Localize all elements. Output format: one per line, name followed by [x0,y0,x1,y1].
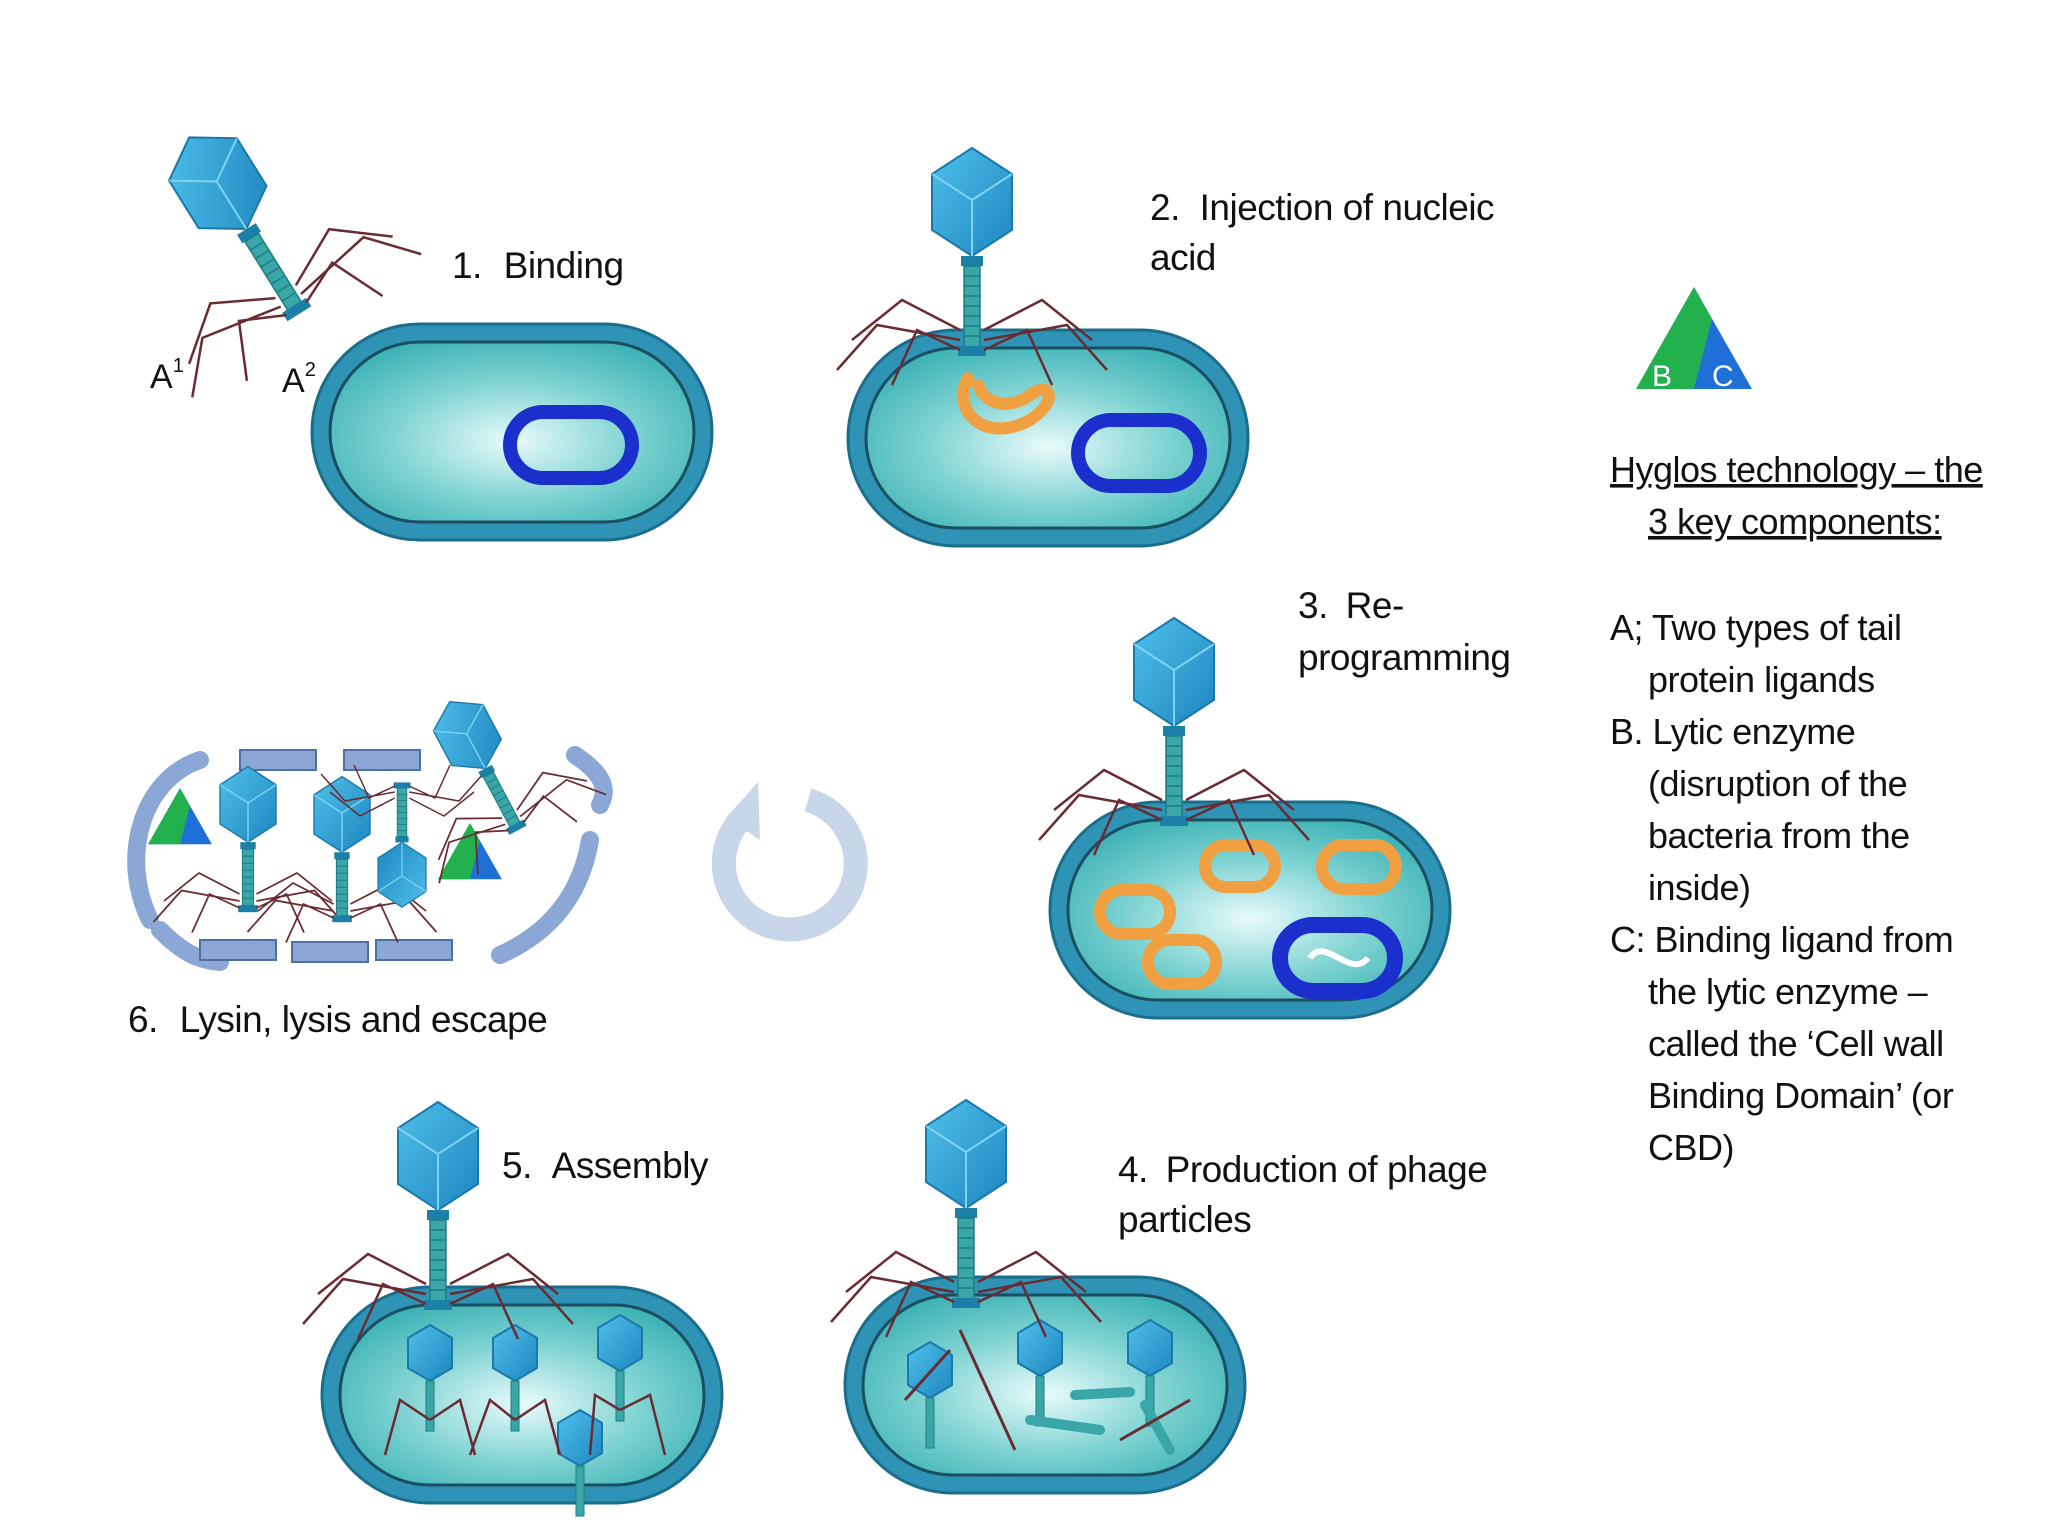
step-2-injection: 2. Injection of nucleic acid [835,146,1495,548]
assembled-phages [383,1314,667,1517]
legend-item-c-line4: Binding Domain’ (or [1648,1075,1954,1116]
legend-item-c-line2: the lytic enzyme – [1648,971,1928,1012]
triangle-letter-b: B [1652,360,1672,393]
step-5-label: 5. Assembly [502,1145,709,1186]
step-5-assembly: 5. Assembly [301,1100,724,1517]
phage-parts [903,1319,1191,1455]
step-2-label-line1: 2. Injection of nucleic [1150,187,1494,228]
bacterium-cell-2 [846,328,1250,548]
legend-panel: B C Hyglos technology – the 3 key compon… [1610,287,1983,1168]
lysed-cell-wall [127,746,613,971]
legend-item-a-line1: A; Two types of tail [1610,607,1901,648]
bacterial-dna-2 [1071,413,1207,493]
legend-item-b-line4: inside) [1648,867,1751,908]
tail-label-a2: A2 [282,359,316,400]
legend-item-a-line2: protein ligands [1648,659,1875,700]
legend-item-c-line3: called the ‘Cell wall [1648,1023,1944,1064]
step-6-lysis: 6. Lysin, lysis and escape [127,656,613,1040]
legend-triangle-icon: B C [1636,287,1752,393]
legend-item-c-line1: C: Binding ligand from [1610,919,1953,960]
step-3-reprogramming: 3. Re- programming [1037,585,1511,1020]
replicated-phage-dna [1094,839,1402,990]
legend-title-line2: 3 key components: [1648,501,1942,542]
bacterium-cell-5 [320,1285,724,1505]
dna-degradation-mark [1307,948,1371,968]
tail-label-a1: A1 [150,355,184,396]
step-1-binding: 1. Binding A1 A2 [73,64,714,542]
injected-phage-dna [957,372,1055,435]
step-4-label-line2: particles [1118,1199,1251,1240]
step-4-production: 4. Production of phage particles [829,1098,1488,1495]
step-6-label: 6. Lysin, lysis and escape [128,999,547,1040]
legend-title-line1: Hyglos technology – the [1610,449,1983,490]
legend-item-b-line2: (disruption of the [1648,763,1907,804]
step-3-label-line2: programming [1298,637,1510,678]
cycle-arrow-icon [711,782,868,942]
legend-item-b-line3: bacteria from the [1648,815,1910,856]
legend-item-c-line5: CBD) [1648,1127,1734,1168]
bacterial-dna-3 [1272,917,1403,999]
step-1-label: 1. Binding [452,245,624,286]
step-3-label-line1: 3. Re- [1298,585,1404,626]
bacterium-cell-4 [843,1275,1247,1495]
triangle-letter-c: C [1712,360,1734,393]
bacterial-dna-1 [503,405,639,485]
step-2-label-line2: acid [1150,237,1216,278]
legend-item-b-line1: B. Lytic enzyme [1610,711,1855,752]
step-4-label-line1: 4. Production of phage [1118,1149,1487,1190]
